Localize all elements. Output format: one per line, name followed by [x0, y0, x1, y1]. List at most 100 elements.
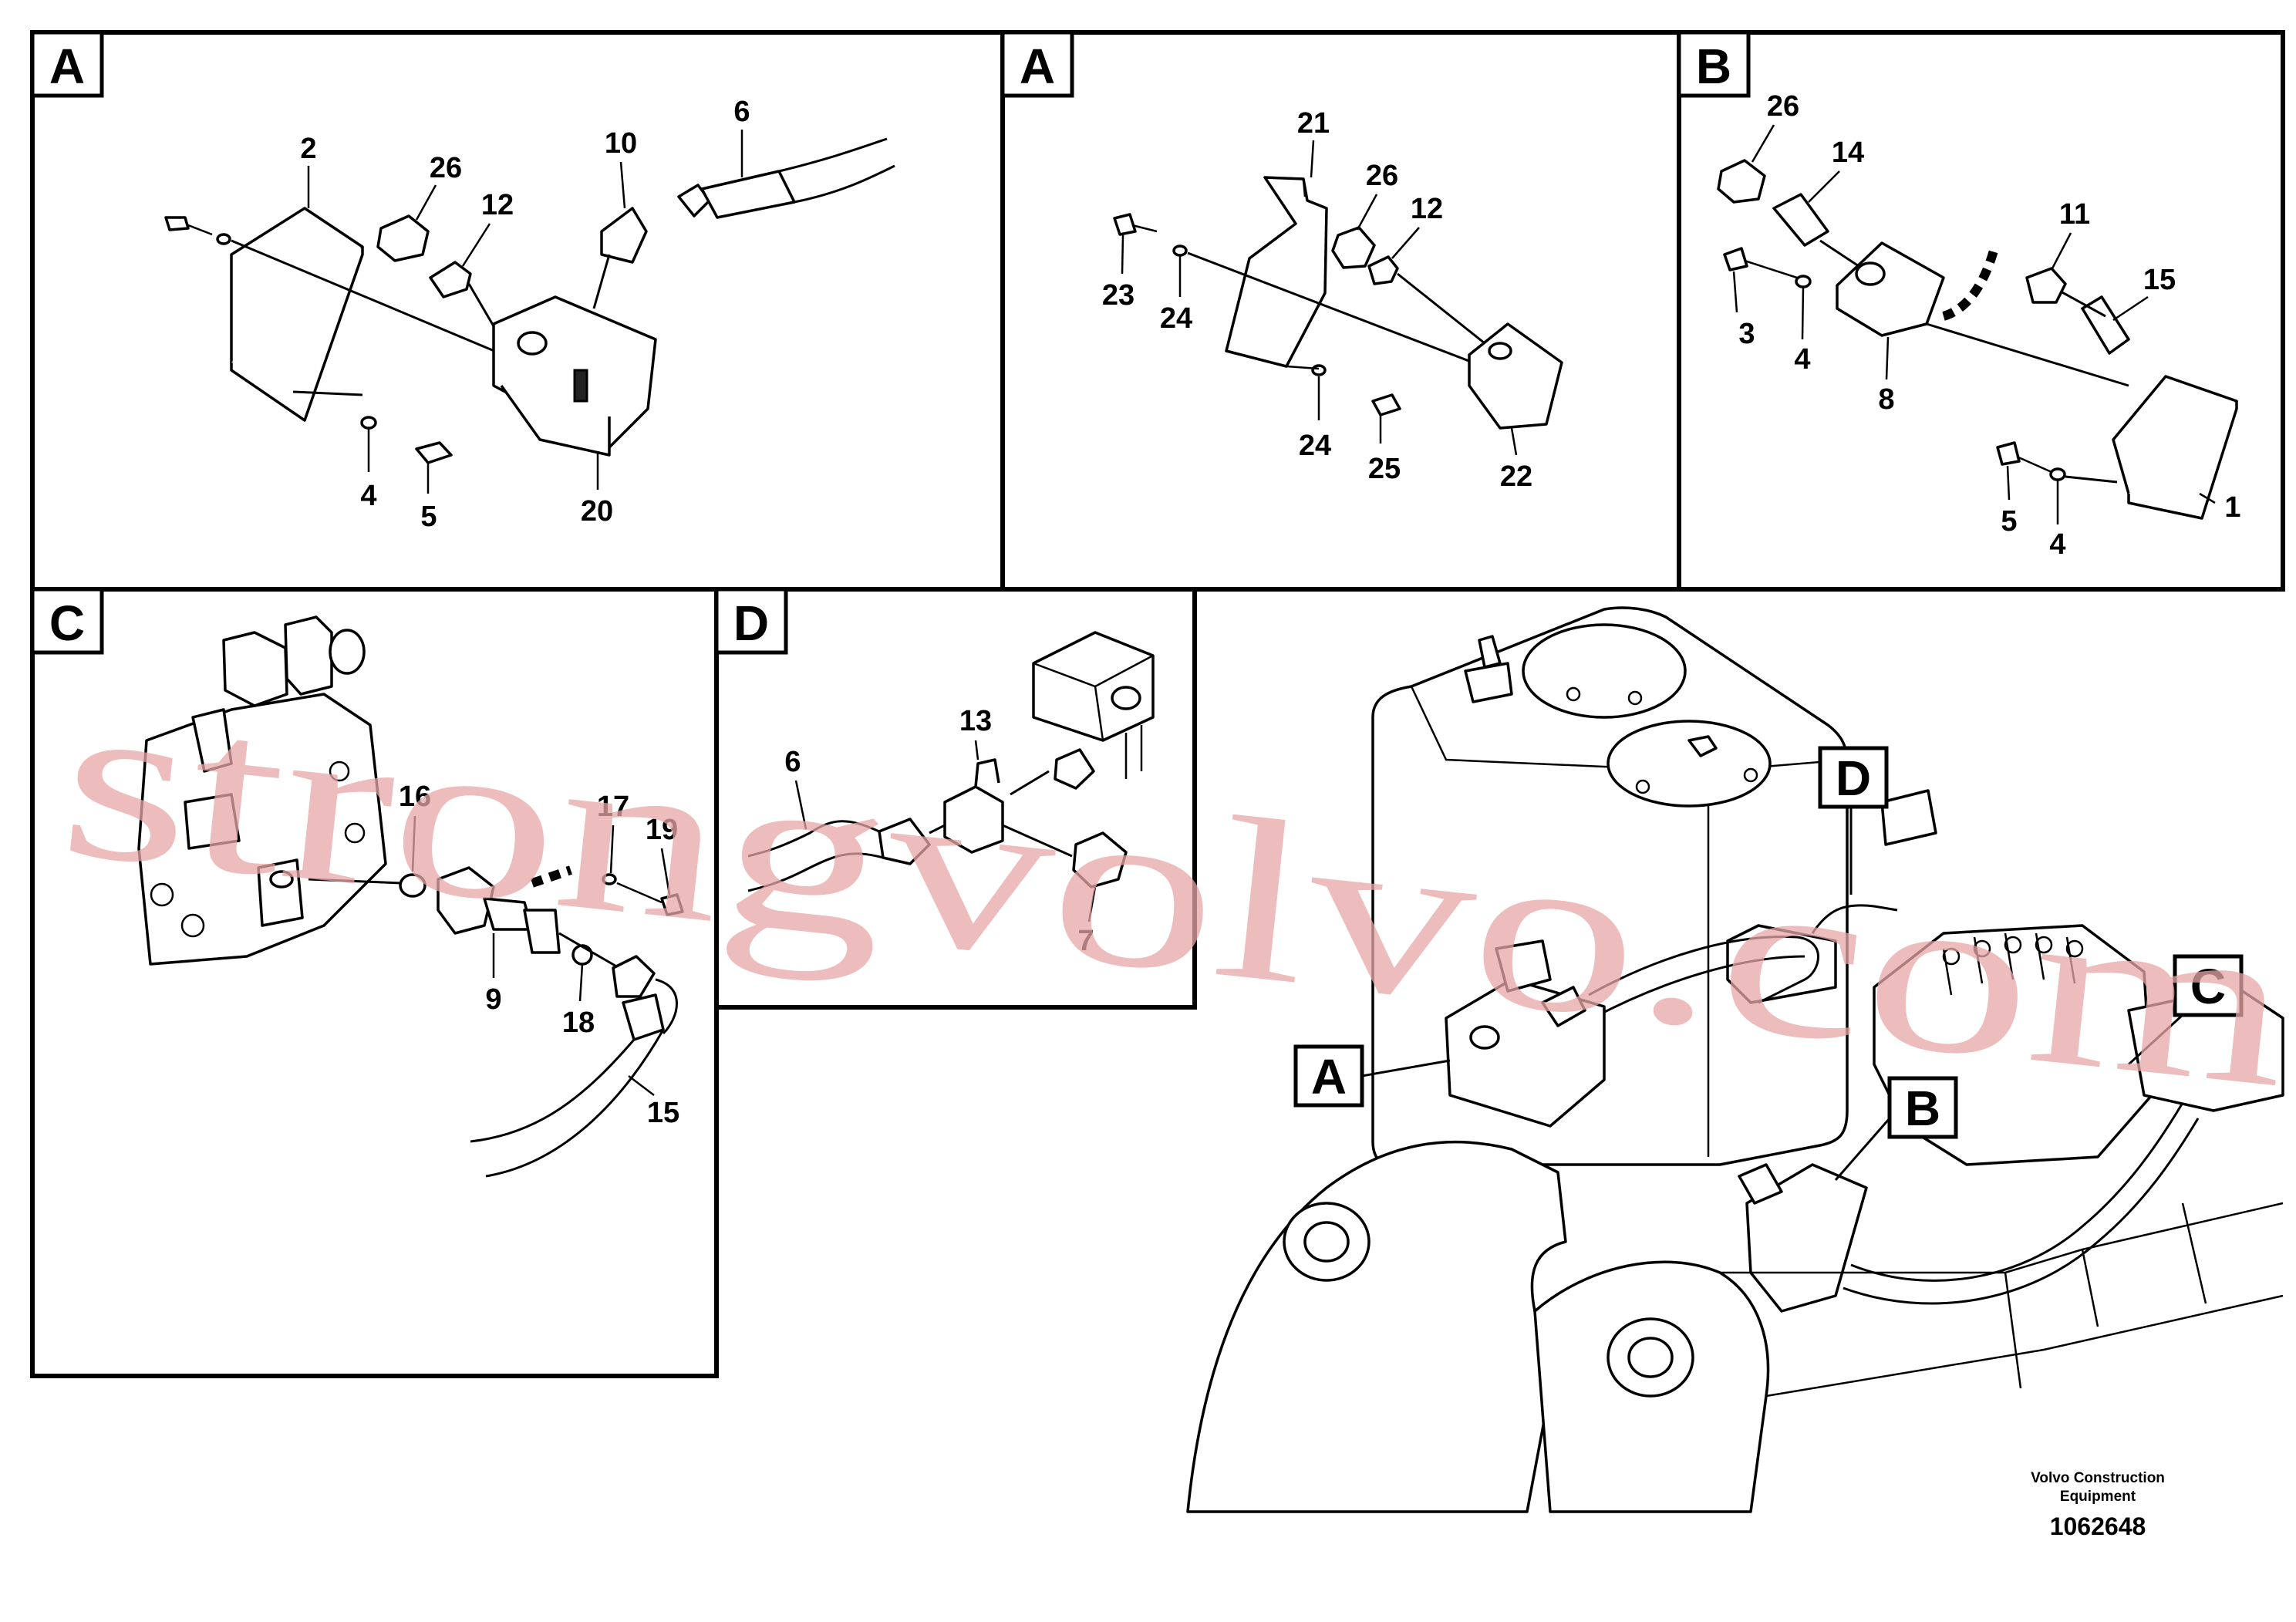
- label-14: 14: [1832, 137, 1864, 169]
- leader-22: [1510, 427, 1518, 456]
- callout-c-box: [2173, 954, 2244, 1017]
- leader-11: [2050, 232, 2072, 271]
- valve-knob-4: [2035, 936, 2053, 954]
- callout-b-box: [1887, 1076, 1958, 1139]
- label-15-b: 15: [2143, 264, 2176, 296]
- fitting-14-line: [1819, 239, 1859, 268]
- label-10: 10: [605, 127, 637, 160]
- label-25: 25: [1368, 453, 1401, 485]
- panel-a-left-tag: A: [49, 39, 85, 94]
- o-ring-16: [399, 873, 426, 898]
- bracket-21: [1225, 176, 1328, 368]
- valve-port-c: [269, 870, 294, 889]
- bolt-19: [660, 893, 684, 916]
- breather: [1464, 662, 1513, 703]
- hose-6-upper: [778, 137, 888, 173]
- valve-a-port: [1469, 1025, 1500, 1050]
- block-d-port: [1111, 686, 1141, 710]
- label-26-c: 26: [1767, 90, 1799, 123]
- footer-drawing-number: 1062648: [2050, 1512, 2146, 1540]
- screw-top-shank: [187, 224, 213, 236]
- elbow-10: [600, 207, 648, 264]
- leader-4-5: [367, 428, 430, 494]
- leader-10: [619, 161, 626, 209]
- hose-15-nut: [612, 955, 656, 998]
- valve-body-20-lower: [500, 384, 611, 457]
- label-26-a: 26: [430, 152, 462, 184]
- overview-hose-d: [1811, 904, 1898, 934]
- panel-b-tag: B: [1696, 39, 1731, 94]
- cover-bolt-2: [1627, 690, 1643, 706]
- valve-knob-1: [1942, 947, 1961, 966]
- leader-26-c: [1751, 124, 1775, 163]
- leader-23: [1121, 234, 1124, 275]
- cover-bolt-4: [1743, 767, 1758, 783]
- bolt-c-3: [329, 760, 350, 782]
- panel-a-middle-tag-box: [1000, 30, 1074, 98]
- fitting-12-b: [1367, 255, 1399, 285]
- washer-24-bottom: [1311, 364, 1327, 376]
- label-24-bottom: 24: [1299, 430, 1331, 462]
- panel-c: C 16 17: [30, 587, 719, 1378]
- leader-1: [2199, 492, 2216, 504]
- panel-c-frame: [30, 587, 719, 1378]
- valve-sections: [1942, 932, 2076, 996]
- assembly-line-b: [1926, 322, 2129, 387]
- plate-1-edge: [2127, 401, 2238, 520]
- footer-company-line1: Volvo Construction: [2031, 1470, 2165, 1486]
- flange-9: [437, 866, 495, 935]
- label-26-b: 26: [1366, 160, 1398, 192]
- leader-14: [1808, 170, 1840, 203]
- fitting-11-line: [2060, 290, 2106, 318]
- leader-5-b: [2006, 465, 2011, 501]
- leader-3: [1732, 271, 1738, 313]
- solenoid-2: [284, 615, 333, 696]
- hose-15-upper: [470, 1039, 636, 1143]
- fitting-12: [429, 261, 472, 298]
- label-1: 1: [2224, 491, 2240, 524]
- label-5-a: 5: [420, 501, 437, 533]
- label-4-b-bottom: 4: [2049, 528, 2065, 561]
- bolt-c-1: [150, 882, 174, 907]
- panel-a-middle-tag: A: [1020, 39, 1055, 94]
- overview-hose-upper-b: [1592, 955, 1805, 1020]
- label-12-a: 12: [481, 189, 514, 221]
- bracket-a-overview: [1495, 939, 1552, 993]
- label-19: 19: [646, 814, 678, 846]
- valve-knob-2: [1973, 939, 1991, 958]
- breather-cap: [1478, 635, 1502, 669]
- cover-bolt-1: [1566, 686, 1581, 702]
- callout-b-leader: [1834, 1118, 1891, 1181]
- bolt-3: [1723, 247, 1748, 271]
- bolt-c-2: [180, 913, 205, 938]
- plate-line-bottom: [2065, 475, 2118, 484]
- label-20: 20: [581, 495, 613, 528]
- washer-4: [360, 416, 377, 430]
- tee-13-line: [1002, 824, 1073, 858]
- washer-4-b-bottom: [2049, 467, 2066, 481]
- leader-17: [609, 824, 615, 874]
- hose-6-d-upper: [747, 820, 880, 858]
- leader-6-d: [794, 780, 807, 830]
- hose-15-bend: [655, 978, 678, 1035]
- washer-top: [216, 233, 231, 245]
- assembly-line-top: [231, 239, 501, 355]
- hose-tee-join: [929, 824, 946, 835]
- label-12-b: 12: [1411, 193, 1443, 225]
- assembly-line-c: [308, 878, 402, 885]
- hose-6-d-nut: [878, 818, 931, 865]
- label-7: 7: [1077, 925, 1094, 957]
- label-9: 9: [485, 983, 501, 1016]
- overview-hose-lower-b: [1843, 1118, 2200, 1305]
- assembly-line-bottom: [292, 390, 363, 396]
- dashed-link-b: [1941, 249, 1998, 321]
- panel-a-middle: A 21 26 12 23 24 24 25 22: [1000, 30, 1681, 592]
- bolt-c-4: [344, 822, 366, 844]
- bracket-21-lower-line: [1286, 365, 1320, 370]
- panel-a-left: A 2 26 12: [30, 30, 1005, 592]
- callout-a-box: [1293, 1044, 1364, 1108]
- valve-spool-1: [191, 708, 233, 773]
- washer-4-b-top: [1795, 275, 1812, 288]
- callout-d: D: [1836, 750, 1871, 806]
